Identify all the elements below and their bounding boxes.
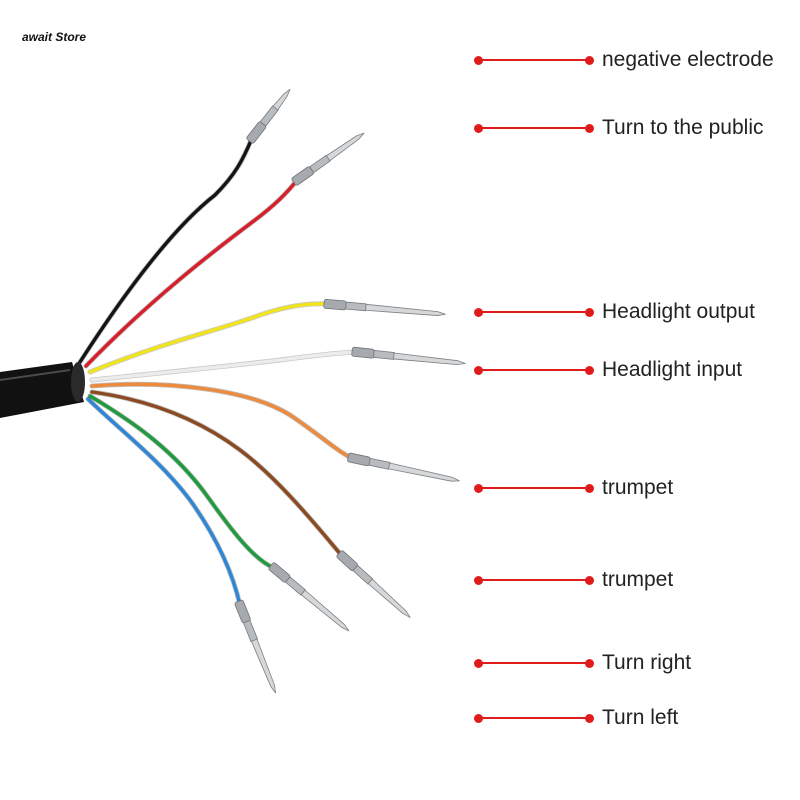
label-text: Turn left [602, 706, 679, 729]
label-headlight-input: Headlight input [474, 355, 800, 385]
terminal-pin [336, 550, 411, 618]
terminal-blade [388, 462, 460, 482]
terminal-crimp [351, 346, 375, 359]
leader-dot-start [474, 365, 483, 375]
terminal-blade [272, 88, 291, 111]
wire-brown [89, 389, 411, 618]
terminal-body [309, 154, 331, 174]
wire-yellow [87, 298, 446, 375]
terminal-body [259, 105, 279, 127]
wire-white [89, 346, 466, 383]
cable-jacket-layer [0, 362, 85, 418]
leader-dot-end [585, 55, 594, 65]
wire-blue [85, 396, 276, 694]
wire-core [90, 390, 344, 558]
terminal-pin [234, 599, 276, 694]
terminal-crimp [347, 452, 371, 467]
label-text: trumpet [602, 476, 674, 499]
wire-core [90, 350, 358, 382]
label-text: Turn right [602, 651, 692, 674]
terminal-blade [325, 132, 365, 162]
wire-edge [87, 393, 277, 571]
cable-jacket-highlight [0, 369, 71, 381]
label-text: Headlight output [602, 300, 755, 323]
leader-dot-start [474, 713, 483, 723]
terminal-blade [250, 638, 276, 694]
terminal-crimp [323, 298, 347, 311]
terminal-pin [291, 132, 365, 186]
cable-jacket [0, 362, 84, 418]
leader-dot-end [585, 365, 594, 375]
leader-line [478, 487, 590, 489]
leader-line [478, 311, 590, 313]
label-turn-left: Turn left [474, 703, 800, 733]
wires-layer [77, 88, 466, 694]
terminal-crimp [234, 599, 251, 624]
terminal-pin [351, 346, 466, 366]
leader-dot-start [474, 55, 483, 65]
label-negative-electrode: negative electrode [474, 45, 800, 75]
label-trumpet-2: trumpet [474, 565, 800, 595]
leader-line [478, 579, 590, 581]
wire-green [87, 393, 350, 632]
store-watermark: await Store [22, 30, 87, 44]
terminal-pin [246, 88, 291, 144]
leader-dot-end [585, 658, 594, 668]
terminal-pin [323, 298, 446, 316]
wire-core [78, 136, 254, 364]
terminal-body [373, 349, 395, 360]
wire-orange [89, 381, 460, 482]
wire-red [83, 132, 365, 369]
wire-core [84, 178, 299, 368]
label-turn-right: Turn right [474, 648, 800, 678]
terminal-pin [347, 452, 460, 482]
cable-jacket-end [71, 362, 85, 402]
leader-dot-end [585, 483, 594, 493]
label-text: Headlight input [602, 358, 743, 381]
leader-dot-end [585, 307, 594, 317]
leader-line [478, 127, 590, 129]
terminal-blade [300, 589, 350, 632]
leader-dot-end [585, 123, 594, 133]
wire-core [88, 302, 330, 374]
label-headlight-output: Headlight output [474, 297, 800, 327]
label-text: Turn to the public [602, 116, 764, 139]
leader-dot-start [474, 307, 483, 317]
wire-core [88, 394, 276, 570]
terminal-body [242, 619, 259, 643]
wire-edge [85, 396, 243, 608]
leader-dot-start [474, 123, 483, 133]
wire-edge [89, 389, 345, 559]
terminal-body [284, 576, 306, 596]
wire-core [90, 382, 354, 460]
leader-dot-start [474, 575, 483, 585]
label-text: negative electrode [602, 48, 774, 71]
terminal-body [368, 457, 391, 470]
terminal-body [352, 564, 374, 585]
wire-core [86, 397, 242, 607]
leader-dot-start [474, 658, 483, 668]
terminal-pin [268, 562, 350, 632]
terminal-blade [365, 303, 446, 316]
leader-line [478, 717, 590, 719]
wire-edge [87, 301, 331, 375]
leader-dot-start [474, 483, 483, 493]
label-trumpet-1: trumpet [474, 473, 800, 503]
leader-dot-end [585, 713, 594, 723]
terminal-body [345, 301, 367, 312]
wire-black [77, 88, 291, 365]
terminal-blade [393, 352, 466, 366]
label-turn-to-the-public: Turn to the public [474, 113, 800, 143]
leader-line [478, 662, 590, 664]
leader-line [478, 59, 590, 61]
label-text: trumpet [602, 568, 674, 591]
leader-line [478, 369, 590, 371]
leader-dot-end [585, 575, 594, 585]
terminal-blade [367, 578, 411, 618]
